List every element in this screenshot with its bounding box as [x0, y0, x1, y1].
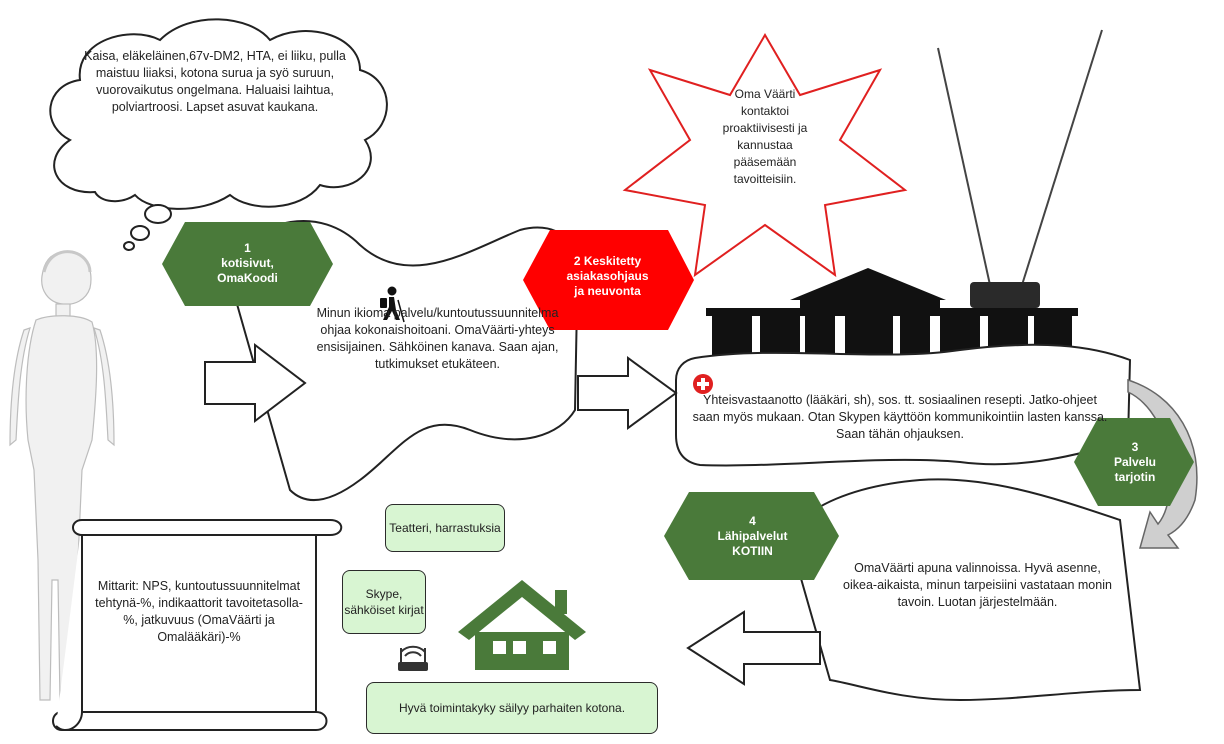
hexagon-4-line3: KOTIIN	[732, 543, 773, 558]
hexagon-4	[664, 492, 839, 580]
thought-bubble-smallest	[123, 241, 135, 251]
hexagon-1-line1: 1	[244, 240, 251, 255]
thought-bubble-text: Kaisa, eläkeläinen,67v-DM2, HTA, ei liik…	[84, 49, 346, 114]
star-text: Oma Väärti kontaktoi proaktiivisesti ja …	[722, 87, 808, 186]
hexagon-4-label: 4 Lähipalvelut KOTIIN	[680, 506, 825, 566]
scroll-text: Mittarit: NPS, kuntoutussuunnitelmat teh…	[95, 579, 303, 644]
thought-bubble	[49, 18, 388, 210]
banner-3-text: OmaVäärti apuna valinnoissa. Hyvä asenne…	[843, 561, 1112, 609]
hexagon-1-label: 1 kotisivut, OmaKoodi	[175, 232, 320, 294]
house-icon	[458, 580, 586, 670]
thought-bubble-smaller	[130, 225, 150, 241]
person-figure-icon	[9, 250, 115, 701]
hexagon-3-line2: Palvelu	[1113, 454, 1157, 469]
banner-3	[788, 478, 1142, 702]
hexagon-2-label: 2 Keskitetty asiakasohjaus ja neuvonta	[535, 246, 680, 306]
hexagon-1-line2: kotisivut,	[221, 255, 274, 270]
hexagon-2	[523, 230, 694, 330]
hexagon-2-line3: ja neuvonta	[574, 283, 641, 298]
hexagon-4-line1: 4	[749, 513, 756, 528]
banner-1-text: Minun ikioma palvelu/kuntoutussuunnitelm…	[316, 306, 559, 371]
hexagon-4-line2: Lähipalvelut	[717, 528, 788, 543]
hexagon-2-line2: asiakasohjaus	[566, 268, 649, 283]
router-icon	[398, 645, 428, 671]
arrow-right-2	[577, 356, 678, 430]
arrow-right-1	[204, 342, 307, 424]
antenna-icon	[937, 29, 1103, 286]
hexagon-1	[162, 222, 333, 306]
hexagon-1-line3: OmaKoodi	[217, 270, 278, 285]
hexagon-2-line1: 2 Keskitetty	[573, 253, 642, 268]
hexagon-3-line1: 3	[1131, 439, 1139, 454]
arrow-left	[686, 610, 821, 686]
banner-2-text: Yhteisvastaanotto (lääkäri, sh), sos. tt…	[692, 393, 1108, 441]
hiker-icon	[380, 286, 405, 323]
teatteri-box: Teatteri, harrastuksia	[385, 504, 505, 552]
banner-2	[675, 343, 1132, 467]
scroll-shape	[52, 519, 343, 731]
thought-bubble-small	[144, 204, 172, 224]
hexagon-3-line3: tarjotin	[1114, 469, 1156, 484]
red-star	[622, 33, 908, 278]
skype-box: Skype, sähköiset kirjat	[342, 570, 426, 634]
hyva-box: Hyvä toimintakyky säilyy parhaiten koton…	[366, 682, 658, 734]
antenna-base-icon	[970, 282, 1040, 308]
red-cross-icon	[693, 374, 713, 394]
hexagon-3	[1074, 418, 1194, 506]
hexagon-3-label: 3 Palvelu tarjotin	[1090, 432, 1180, 492]
